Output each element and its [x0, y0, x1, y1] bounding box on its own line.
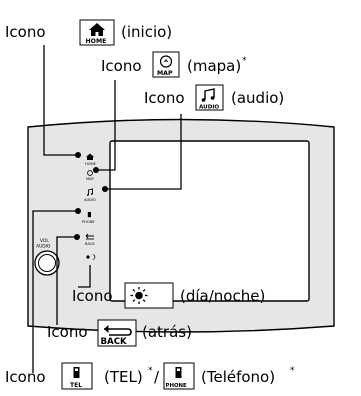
panel-home-button[interactable]: HOME: [85, 153, 97, 167]
callout-audio: Icono AUDIO (audio): [144, 84, 284, 111]
callout-daynight: Icono (día/noche): [72, 282, 265, 309]
home-icon: HOME: [79, 19, 115, 46]
panel-home-text: HOME: [85, 162, 97, 166]
callout-phone-note1: *: [148, 366, 153, 376]
callout-back-desc: (atrás): [142, 323, 192, 341]
touch-screen: [109, 140, 310, 302]
callout-back: Icono BACK (atrás): [47, 319, 192, 347]
callout-phone-slash: /: [154, 368, 160, 386]
tel-icon-text: TEL: [70, 382, 82, 389]
leader-lines: [32, 45, 182, 373]
audio-icon-text: AUDIO: [199, 105, 219, 111]
mobile-phone-icon-2: PHONE: [163, 362, 195, 390]
callout-phone-desc1: (TEL): [104, 368, 143, 386]
panel-audio-button[interactable]: AUDIO: [84, 188, 96, 202]
volume-knob: [34, 250, 60, 276]
panel-audio-text: AUDIO: [84, 198, 96, 202]
panel-phone-button[interactable]: PHONE: [82, 212, 95, 224]
callout-map-note: *: [242, 56, 247, 66]
head-unit-panel: VOL AUDIO HOME MAP AUDIO PHONE BAC: [27, 118, 335, 333]
panel-back-text: BACK: [85, 242, 95, 246]
vol-audio-label: AUDIO: [36, 244, 51, 250]
map-icon: MAP: [152, 51, 180, 78]
callout-audio-word: Icono: [144, 89, 185, 107]
phone-icon-text: PHONE: [166, 383, 188, 389]
callout-map-desc: (mapa): [187, 57, 241, 75]
panel-back-button[interactable]: BACK: [85, 233, 95, 246]
back-arrow-icon: BACK: [97, 319, 137, 347]
callout-map: Icono MAP (mapa) *: [101, 51, 247, 78]
panel-map-button[interactable]: MAP: [86, 170, 95, 181]
callout-home-desc: (inicio): [121, 23, 172, 41]
music-note-icon: AUDIO: [195, 84, 224, 111]
callout-back-word: Icono: [47, 323, 88, 341]
callout-phone: Icono TEL (TEL) * / PHONE (Teléfono) *: [5, 362, 295, 390]
callout-map-word: Icono: [101, 57, 142, 75]
callout-daynight-word: Icono: [72, 287, 113, 305]
map-icon-text: MAP: [157, 70, 173, 77]
callout-home-word: Icono: [5, 23, 46, 41]
panel-map-text: MAP: [86, 177, 95, 181]
sun-moon-icon: [124, 282, 174, 309]
panel-phone-text: PHONE: [82, 220, 95, 224]
callout-audio-desc: (audio): [231, 89, 284, 107]
vol-label: VOL: [40, 238, 49, 244]
home-icon-text: HOME: [86, 38, 107, 45]
callout-phone-desc2: (Teléfono): [201, 368, 275, 386]
mobile-phone-icon: TEL: [61, 362, 93, 390]
callout-daynight-desc: (día/noche): [180, 287, 265, 305]
panel-daynight-button[interactable]: [86, 254, 96, 260]
back-icon-text: BACK: [101, 337, 128, 347]
callout-home: Icono HOME (inicio): [5, 19, 172, 46]
callout-phone-note2: *: [290, 366, 295, 376]
callout-phone-word: Icono: [5, 368, 46, 386]
